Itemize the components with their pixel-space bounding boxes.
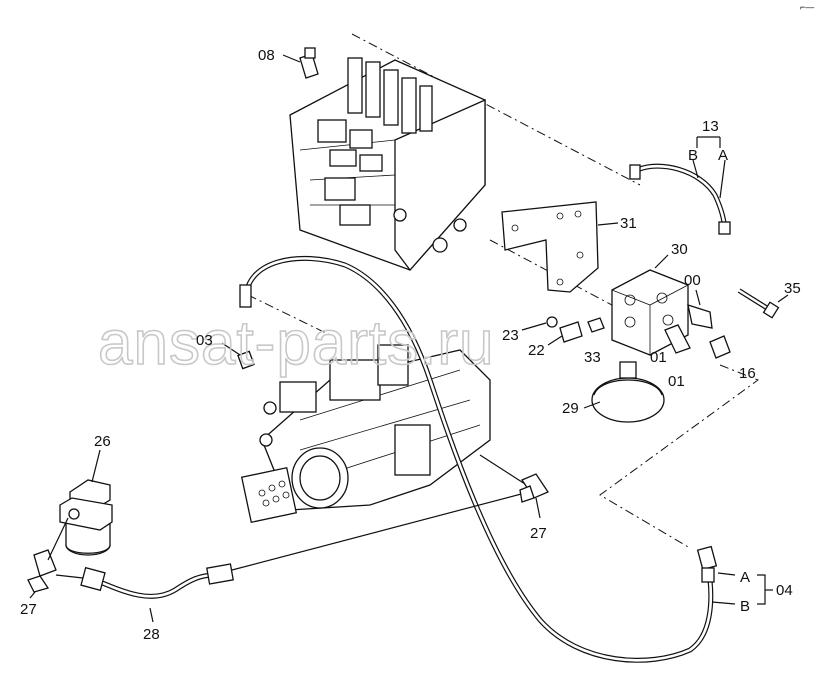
- filter-26: [59, 449, 113, 556]
- callout-22: 22: [528, 342, 545, 359]
- fitting-03: [221, 342, 255, 370]
- accumulator-29: [583, 361, 665, 423]
- small-fittings: [521, 316, 605, 346]
- callout-29: 29: [562, 400, 579, 417]
- bolt-35: [737, 288, 789, 319]
- elbow-27-right: [479, 454, 549, 519]
- corner-mark: ⌐—: [800, 2, 814, 12]
- callout-04-b: B: [740, 598, 750, 615]
- callout-31: 31: [620, 215, 637, 232]
- callout-04-a: A: [740, 569, 750, 586]
- callout-08: 08: [258, 47, 275, 64]
- callout-28: 28: [143, 626, 160, 643]
- bracket-31: [501, 201, 619, 293]
- callout-35: 35: [784, 280, 801, 297]
- callout-04: 04: [776, 582, 793, 599]
- callout-01-lower: 01: [668, 373, 685, 390]
- hose-13: [629, 136, 731, 235]
- callout-04-bracket: [711, 572, 773, 605]
- valve-block-30: [611, 254, 731, 359]
- fitting-08: [282, 47, 319, 79]
- watermark: ansat-parts.ru: [98, 309, 495, 378]
- callout-03: 03: [196, 332, 213, 349]
- control-valve: [289, 57, 486, 272]
- hose-28: [55, 492, 526, 623]
- callout-27-left: 27: [20, 601, 37, 618]
- callout-01-upper: 01: [650, 349, 667, 366]
- callout-33: 33: [584, 349, 601, 366]
- elbow-27-left: [27, 517, 69, 599]
- long-hose: [239, 256, 718, 663]
- callout-27-right: 27: [530, 525, 547, 542]
- callout-26: 26: [94, 433, 111, 450]
- callout-13-a: A: [718, 147, 728, 164]
- callout-23: 23: [502, 327, 519, 344]
- callout-16: 16: [739, 365, 756, 382]
- callout-30: 30: [671, 241, 688, 258]
- callout-00: 00: [684, 272, 701, 289]
- callout-13: 13: [702, 118, 719, 135]
- callout-13-b: B: [688, 147, 698, 164]
